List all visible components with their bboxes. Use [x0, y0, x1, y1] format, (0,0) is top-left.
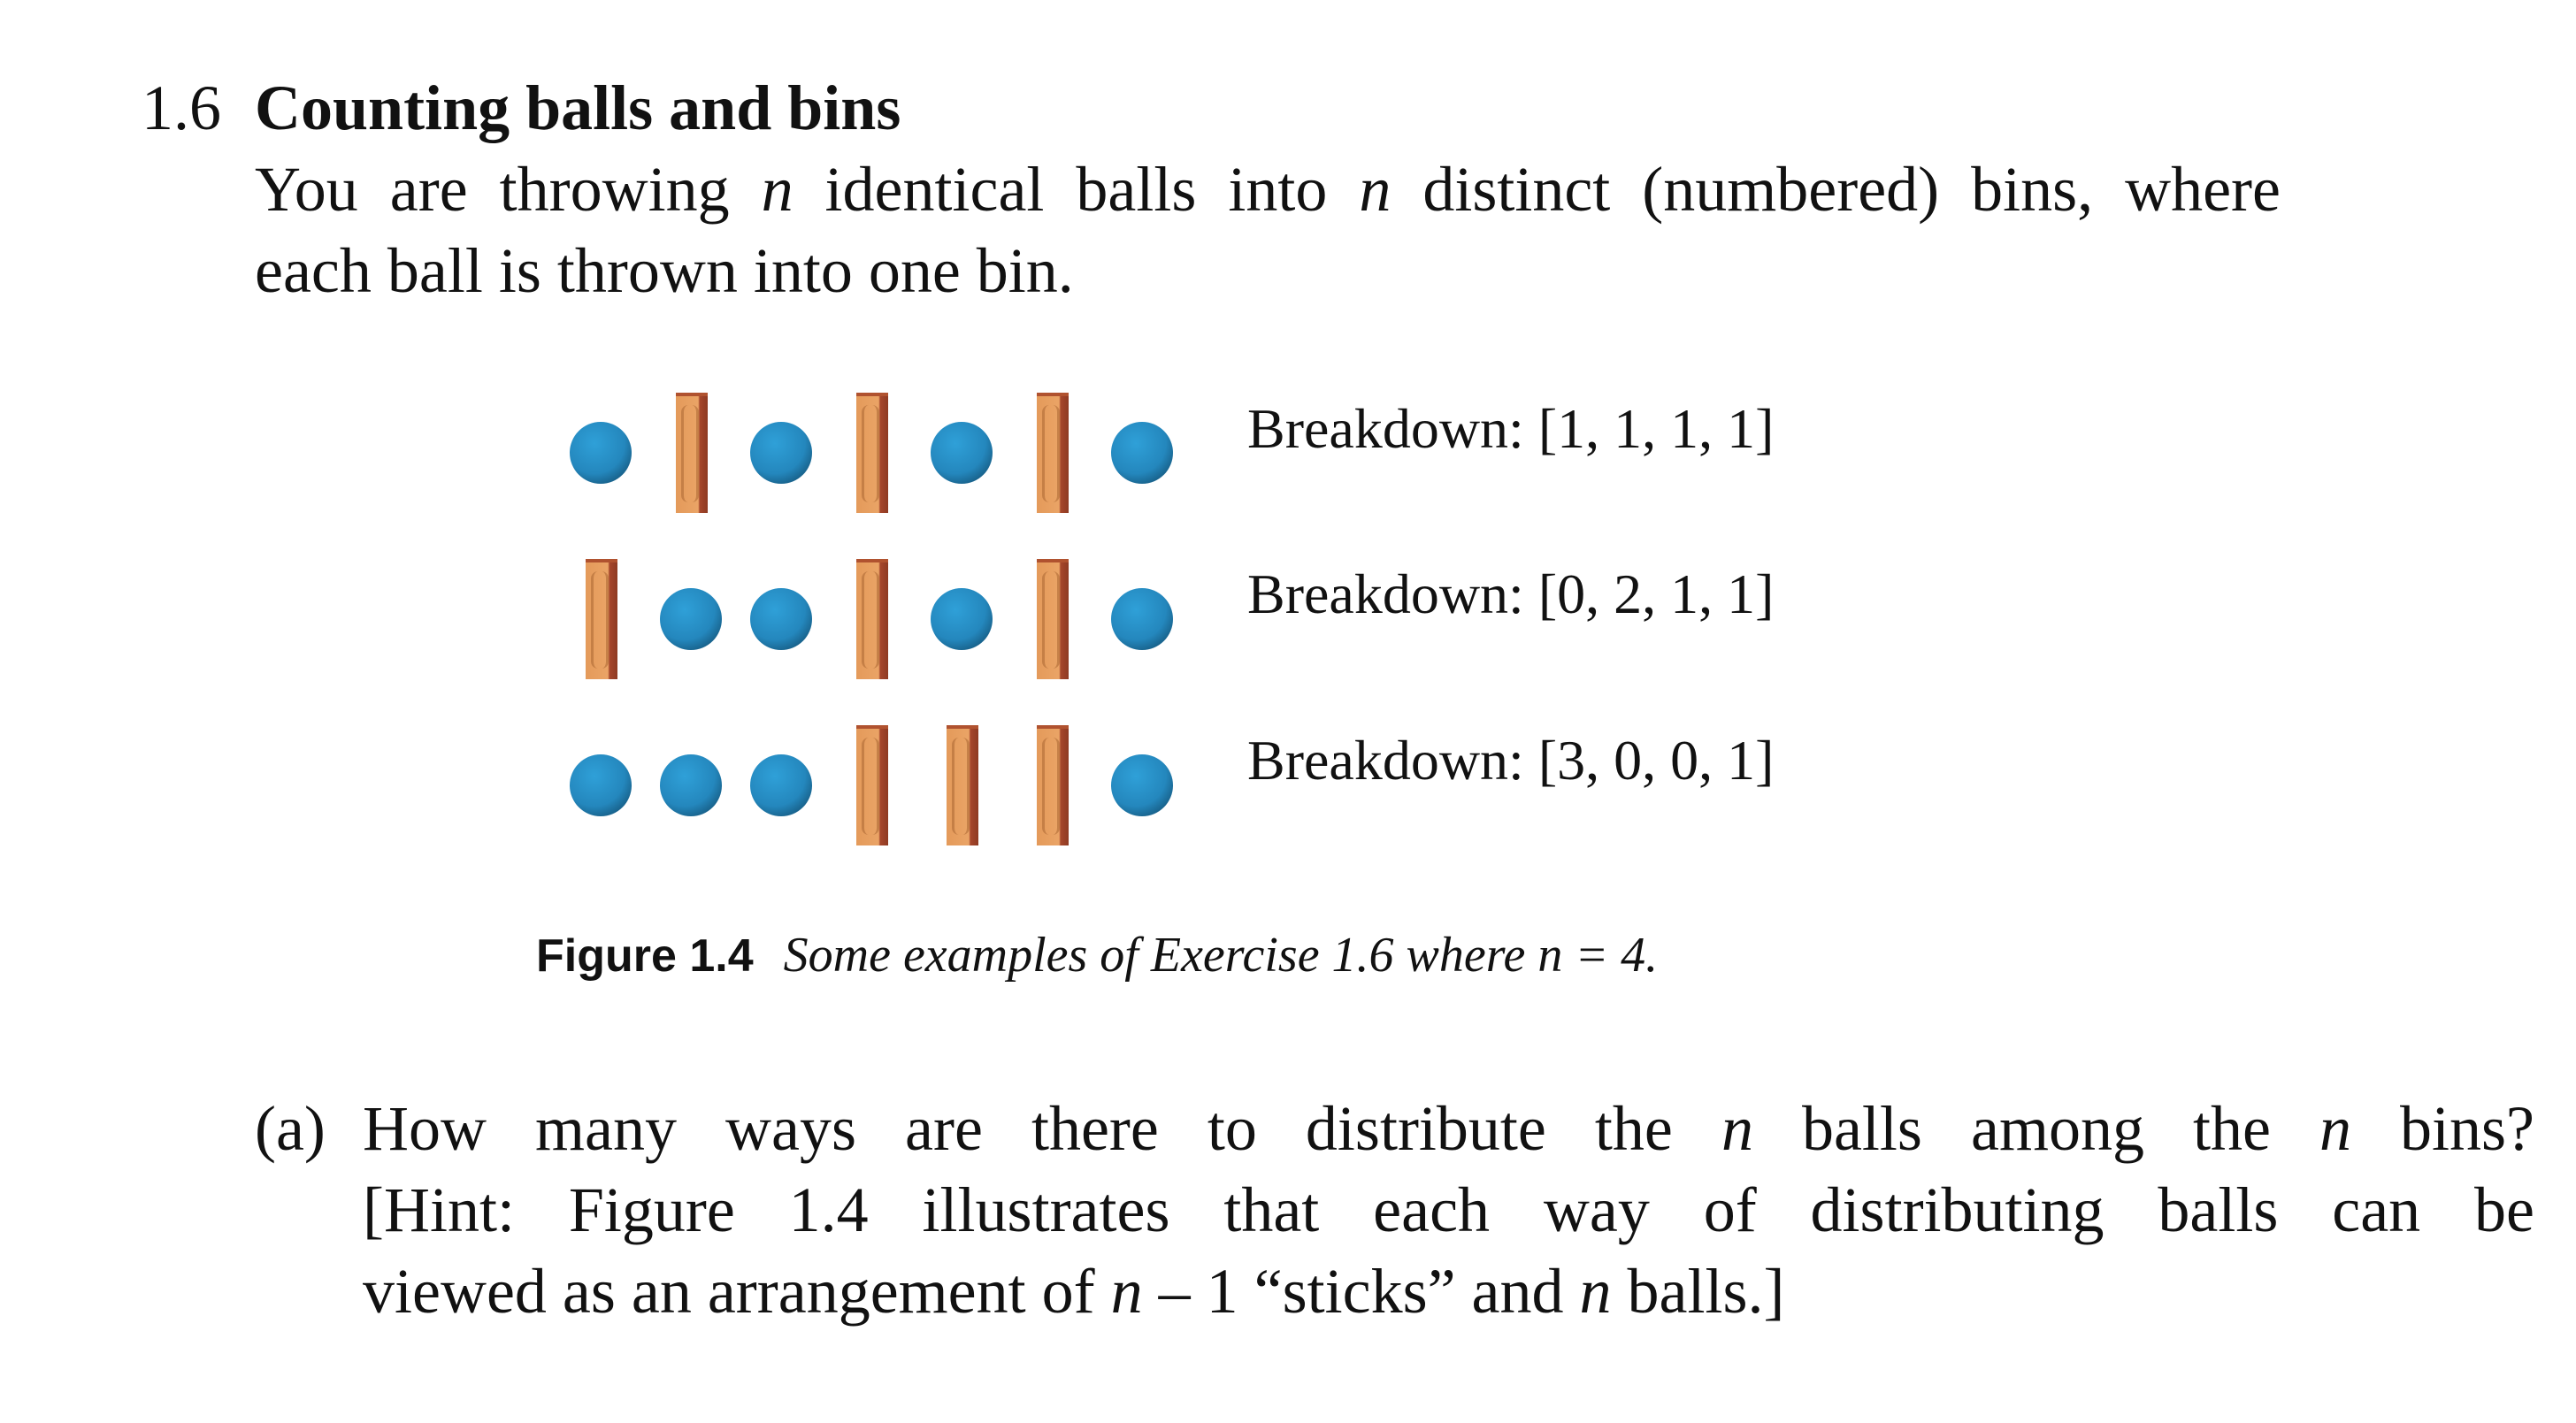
- ball-icon: [1111, 754, 1173, 816]
- stick-icon: [1037, 725, 1069, 845]
- text: identical balls into: [793, 154, 1360, 225]
- ball-icon: [660, 754, 722, 816]
- stick-icon: [586, 559, 617, 679]
- text: bins?: [2350, 1093, 2534, 1164]
- text: You are throwing: [255, 154, 762, 225]
- figure-row-3: [566, 704, 1805, 845]
- stick-icon: [676, 393, 708, 513]
- ball-icon: [750, 754, 812, 816]
- ball-icon: [931, 422, 993, 484]
- math-var: n: [1721, 1093, 1753, 1164]
- text: How many ways are there to distribute th…: [363, 1093, 1721, 1164]
- part-a-body: How many ways are there to distribute th…: [363, 1088, 2534, 1332]
- math-var: n: [1579, 1256, 1612, 1327]
- breakdown-row-2: Breakdown: [0, 2, 1, 1]: [1247, 562, 1775, 625]
- text: balls among the: [1752, 1093, 2319, 1164]
- ball-icon: [570, 754, 632, 816]
- caption-text: Some examples of Exercise 1.6 where n = …: [783, 928, 1659, 983]
- part-a-line-2: [Hint: Figure 1.4 illustrates that each …: [363, 1174, 2534, 1245]
- text: balls.]: [1611, 1256, 1785, 1327]
- ball-icon: [750, 588, 812, 650]
- ball-icon: [1111, 588, 1173, 650]
- intro-line-1: You are throwing n identical balls into …: [255, 149, 2281, 230]
- stick-icon: [1037, 393, 1069, 513]
- figure-caption: Figure 1.4 Some examples of Exercise 1.6 …: [536, 920, 1658, 991]
- stick-icon: [856, 559, 888, 679]
- math-var: n: [2319, 1093, 2351, 1164]
- part-a-label: (a): [255, 1093, 326, 1164]
- ball-icon: [750, 422, 812, 484]
- math-var: n: [1110, 1256, 1143, 1327]
- figure-row-2: [566, 538, 1805, 679]
- exercise-heading: 1.6 Counting balls and bins: [142, 64, 901, 152]
- ball-icon: [1111, 422, 1173, 484]
- math-var: n: [761, 154, 794, 225]
- breakdown-row-3: Breakdown: [3, 0, 0, 1]: [1247, 729, 1775, 792]
- stick-icon: [1037, 559, 1069, 679]
- stick-icon: [947, 725, 978, 845]
- text: – 1 “sticks” and: [1142, 1256, 1580, 1327]
- text: distinct (numbered) bins, where: [1391, 154, 2281, 225]
- caption-label: Figure 1.4: [536, 930, 754, 982]
- part-a-line-3: viewed as an arrangement of n – 1 “stick…: [363, 1251, 2534, 1332]
- intro-line-2: each ball is thrown into one bin.: [255, 235, 1074, 306]
- math-var: n: [1359, 154, 1392, 225]
- exercise-title: Counting balls and bins: [255, 73, 901, 143]
- exercise-intro: You are throwing n identical balls into …: [255, 149, 2289, 311]
- exercise-number: 1.6: [142, 73, 221, 143]
- ball-icon: [931, 588, 993, 650]
- figure-row-1: [566, 371, 1805, 513]
- stick-icon: [856, 393, 888, 513]
- ball-icon: [660, 588, 722, 650]
- text: viewed as an arrangement of: [363, 1256, 1111, 1327]
- part-a-line-1: How many ways are there to distribute th…: [363, 1088, 2534, 1169]
- breakdown-row-1: Breakdown: [1, 1, 1, 1]: [1247, 397, 1775, 460]
- ball-icon: [570, 422, 632, 484]
- stick-icon: [856, 725, 888, 845]
